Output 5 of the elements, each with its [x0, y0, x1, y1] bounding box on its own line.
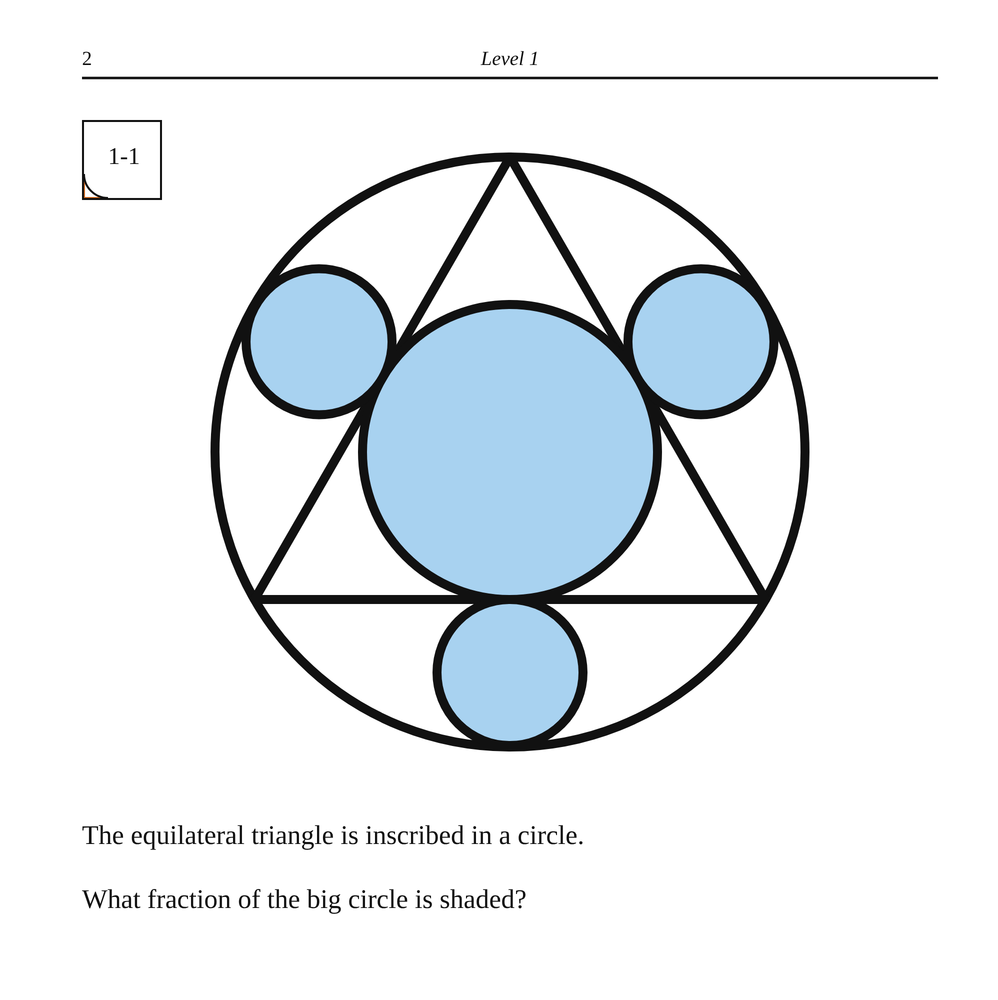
problem-number-box: 1-1 [82, 120, 162, 200]
running-header: Level 1 [480, 48, 540, 71]
question-text: What fraction of the big circle is shaded? [82, 884, 527, 915]
problem-statement: The equilateral triangle is inscribed in a circle. [82, 820, 584, 851]
page-number: 2 [82, 48, 92, 71]
